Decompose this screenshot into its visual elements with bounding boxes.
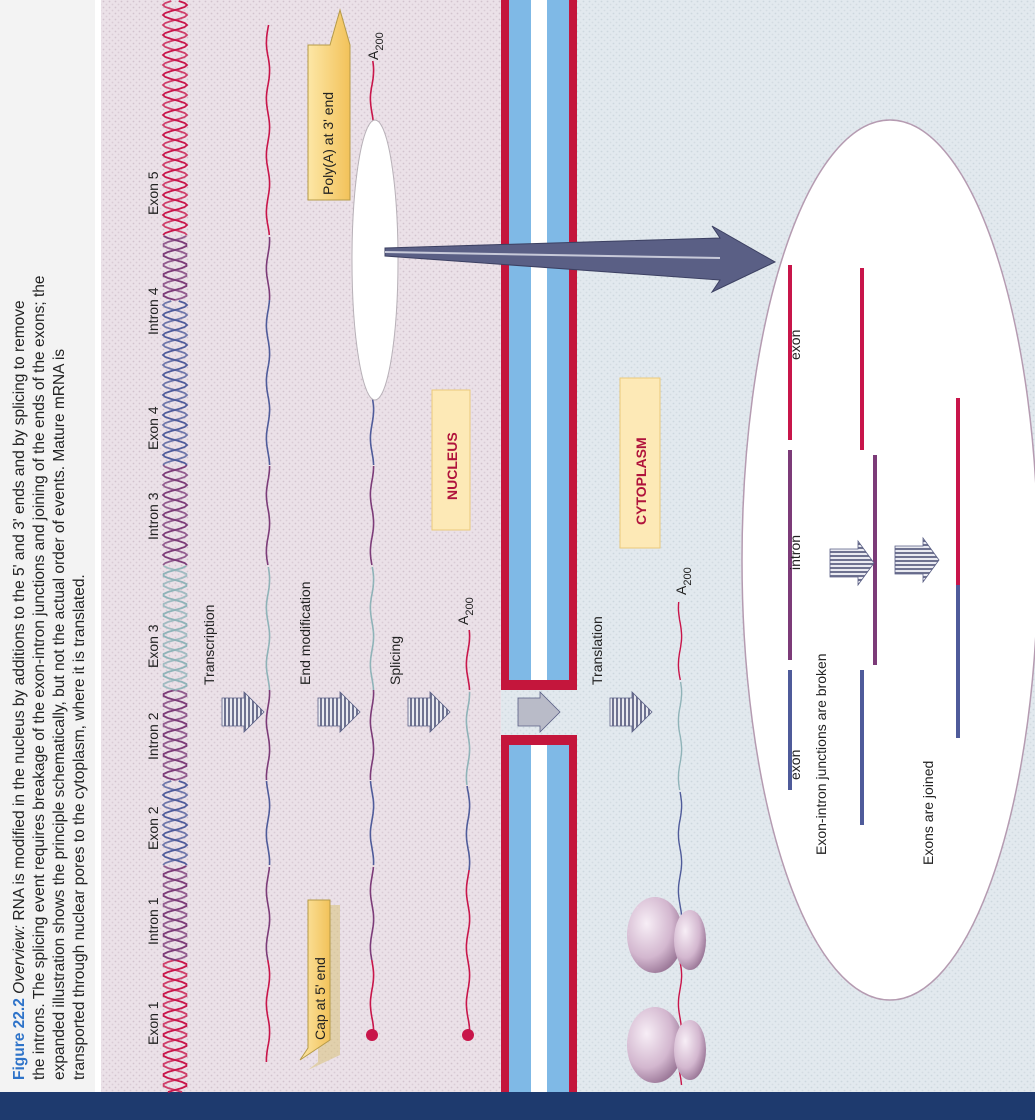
inset-exon-right: exon — [787, 330, 803, 360]
caption-divider — [95, 0, 101, 1092]
gene-segment-label: Intron 2 — [145, 712, 161, 760]
inset-exon-left: exon — [787, 750, 803, 780]
gene-segment-label: Exon 1 — [145, 1001, 161, 1045]
nuclear-membrane — [501, 0, 577, 1092]
gene-segment-label: Exon 3 — [145, 624, 161, 668]
highlight-ellipse — [352, 120, 398, 400]
inset-intron: intron — [787, 535, 803, 570]
inset-broken-label: Exon-intron junctions are broken — [813, 653, 829, 855]
gene-segment-label: Intron 1 — [145, 897, 161, 945]
caption-line-1: Figure 22.2 Overview: RNA is modified in… — [11, 300, 28, 1080]
gene-segment-label: Exon 2 — [145, 806, 161, 850]
step-label: End modification — [297, 581, 313, 685]
step-label: Translation — [589, 616, 605, 685]
gene-segment-label: Intron 4 — [145, 287, 161, 335]
nucleus-label: NUCLEUS — [444, 432, 460, 500]
cap-label: Cap at 5' end — [312, 957, 328, 1040]
gene-segment-label: Intron 3 — [145, 492, 161, 540]
step-label: Transcription — [201, 605, 217, 685]
polya-box-label: Poly(A) at 3' end — [320, 92, 336, 195]
nucleus-label-box: NUCLEUS — [432, 390, 470, 530]
caption-line-2: the introns. The splicing event requires… — [31, 275, 48, 1080]
step-label: Splicing — [387, 636, 403, 685]
bottom-bar — [0, 1092, 1035, 1120]
nucleus-region — [101, 0, 501, 1092]
splicing-inset — [742, 120, 1035, 1000]
caption-title: Overview: — [11, 925, 28, 994]
caption-line-4: transported through nuclear pores to the… — [71, 574, 88, 1080]
caption-line-3: expanded illustration shows the principl… — [51, 349, 68, 1080]
cap-dot-1 — [366, 1029, 378, 1041]
cytoplasm-label-box: CYTOPLASM — [620, 378, 660, 548]
caption-text-1: RNA is modified in the nucleus by additi… — [11, 300, 28, 920]
cap-dot-2 — [462, 1029, 474, 1041]
figure-label: Figure 22.2 — [11, 998, 28, 1080]
inset-joined-label: Exons are joined — [920, 761, 936, 865]
cytoplasm-label: CYTOPLASM — [633, 437, 649, 525]
gene-segment-label: Exon 5 — [145, 171, 161, 215]
gene-segment-label: Exon 4 — [145, 406, 161, 450]
